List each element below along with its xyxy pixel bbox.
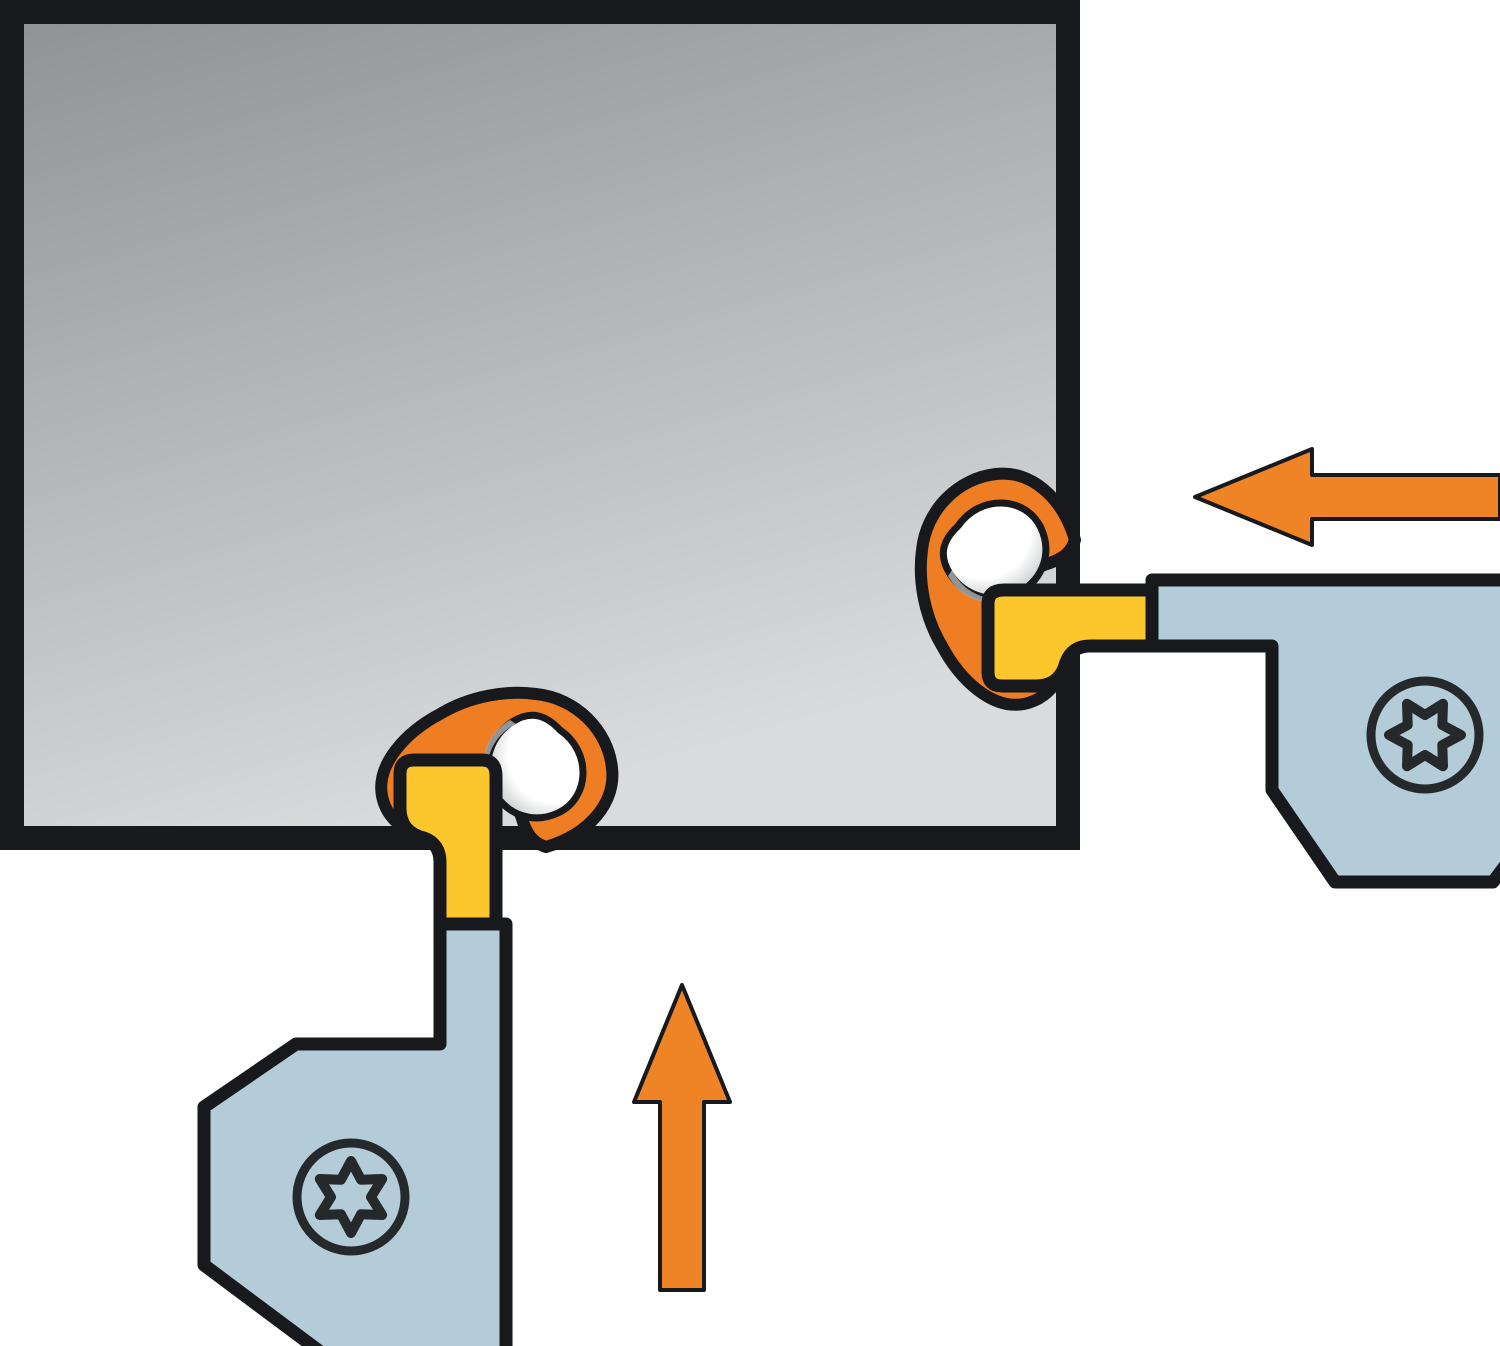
- feed-arrow-left: [1193, 447, 1500, 547]
- feed-arrow-up: [632, 983, 732, 1292]
